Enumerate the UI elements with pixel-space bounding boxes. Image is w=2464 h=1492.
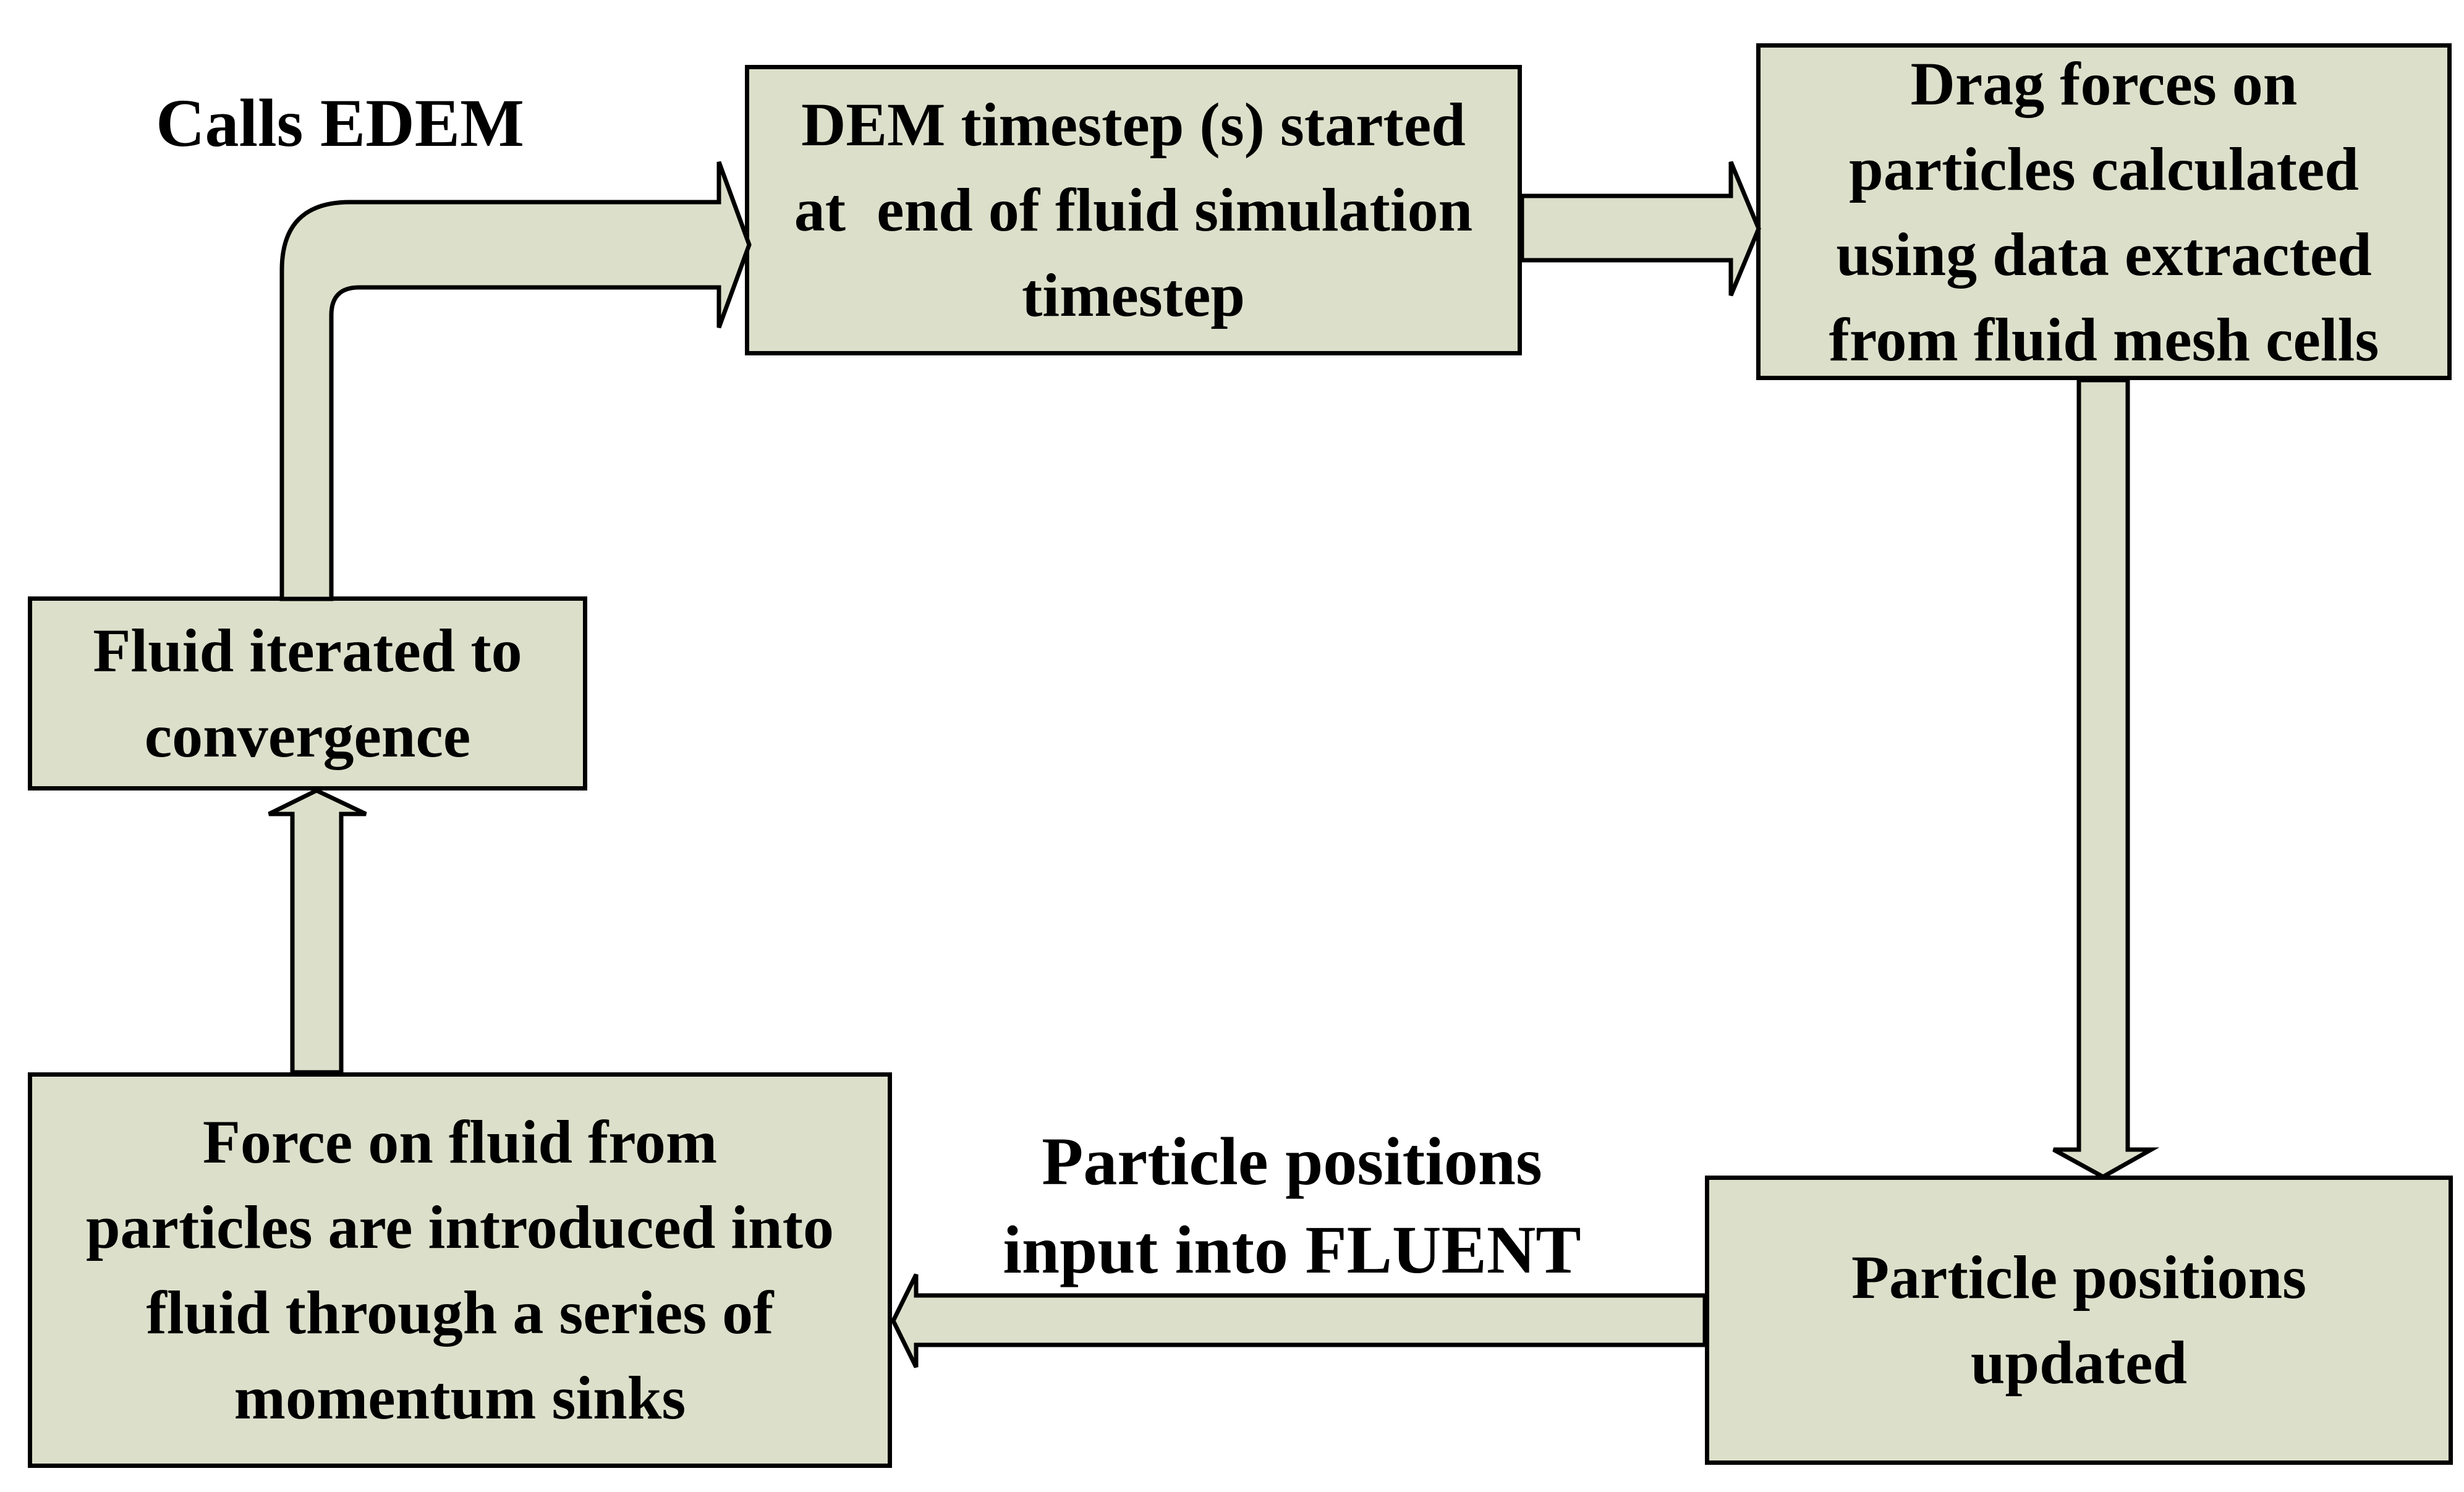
label-calls-edem: Calls EDEM [156, 85, 524, 161]
node-particle-positions: Particle positions updated [1705, 1176, 2453, 1465]
arrow-drag-to-particle-icon [2052, 378, 2160, 1180]
node-drag-forces: Drag forces on particles calculated usin… [1756, 43, 2452, 380]
node-fluid-iterated: Fluid iterated to convergence [28, 596, 587, 791]
arrow-fluid-to-dem-icon [279, 161, 752, 601]
node-force-on-fluid: Force on fluid from particles are introd… [28, 1072, 892, 1468]
node-dem-timestep: DEM timestep (s) started at end of fluid… [745, 65, 1522, 355]
label-particle-positions-input-into-fluent: Particle positions input into FLUENT [1003, 1124, 1581, 1287]
arrow-force-to-fluid-icon [268, 788, 367, 1075]
arrow-dem-to-drag-icon [1519, 161, 1761, 297]
